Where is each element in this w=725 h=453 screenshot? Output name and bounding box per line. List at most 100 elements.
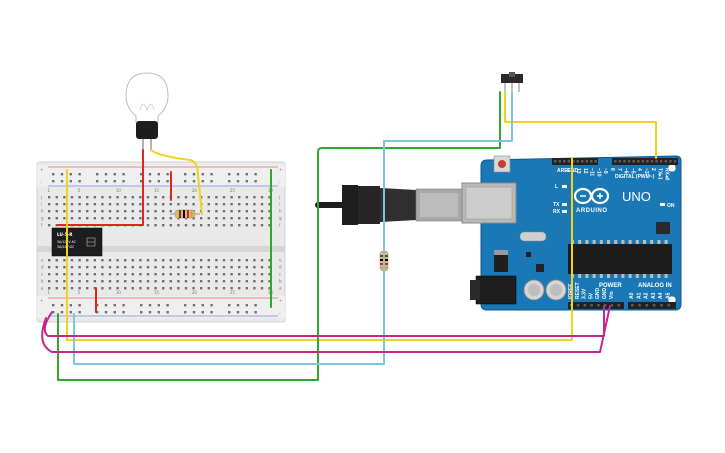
header-pin[interactable] xyxy=(576,160,580,163)
bb-hole[interactable] xyxy=(101,196,104,199)
bb-hole[interactable] xyxy=(131,217,134,220)
bb-hole[interactable] xyxy=(63,266,66,269)
bb-rail-hole[interactable] xyxy=(140,304,143,307)
bb-hole[interactable] xyxy=(93,273,96,276)
bb-rail-hole[interactable] xyxy=(201,173,204,176)
header-pin[interactable] xyxy=(638,304,641,307)
bb-hole[interactable] xyxy=(253,273,256,276)
bb-hole[interactable] xyxy=(162,259,165,262)
bb-rail-hole[interactable] xyxy=(166,180,169,183)
bb-hole[interactable] xyxy=(245,273,248,276)
bb-hole[interactable] xyxy=(207,273,210,276)
bb-hole[interactable] xyxy=(253,266,256,269)
bb-rail-hole[interactable] xyxy=(113,304,116,307)
bb-hole[interactable] xyxy=(139,210,142,213)
bb-rail-hole[interactable] xyxy=(140,311,143,314)
bb-hole[interactable] xyxy=(78,217,81,220)
bb-hole[interactable] xyxy=(131,280,134,283)
header-pin[interactable] xyxy=(554,160,557,163)
slide-switch[interactable] xyxy=(501,72,523,92)
bb-rail-hole[interactable] xyxy=(52,304,55,307)
bb-hole[interactable] xyxy=(253,280,256,283)
usb-cable[interactable] xyxy=(315,185,463,225)
bb-hole[interactable] xyxy=(192,196,195,199)
bb-rail-hole[interactable] xyxy=(96,173,99,176)
header-pin[interactable] xyxy=(627,160,631,163)
bb-hole[interactable] xyxy=(260,196,264,199)
bb-hole[interactable] xyxy=(184,224,188,227)
bb-rail-hole[interactable] xyxy=(113,173,116,176)
bb-hole[interactable] xyxy=(222,196,226,199)
bb-hole[interactable] xyxy=(124,273,127,276)
bb-hole[interactable] xyxy=(207,196,210,199)
bb-hole[interactable] xyxy=(124,217,127,220)
bb-hole[interactable] xyxy=(86,196,89,199)
bb-hole[interactable] xyxy=(177,259,180,262)
bb-hole[interactable] xyxy=(222,210,226,213)
bb-hole[interactable] xyxy=(116,280,119,283)
bb-hole[interactable] xyxy=(101,280,104,283)
bb-hole[interactable] xyxy=(86,210,89,213)
resistor-breadboard[interactable] xyxy=(170,209,200,219)
bb-hole[interactable] xyxy=(48,280,51,283)
bb-hole[interactable] xyxy=(238,273,241,276)
bb-rail-hole[interactable] xyxy=(122,311,125,314)
bb-hole[interactable] xyxy=(207,210,210,213)
bb-hole[interactable] xyxy=(78,259,81,262)
bb-hole[interactable] xyxy=(207,224,210,227)
bb-hole[interactable] xyxy=(253,224,256,227)
bb-hole[interactable] xyxy=(245,224,248,227)
bb-hole[interactable] xyxy=(70,217,74,220)
bb-hole[interactable] xyxy=(162,217,165,220)
header-pin[interactable] xyxy=(614,160,617,163)
bb-rail-hole[interactable] xyxy=(52,173,55,176)
bb-hole[interactable] xyxy=(245,259,248,262)
bb-hole[interactable] xyxy=(200,280,203,283)
bb-hole[interactable] xyxy=(108,217,112,220)
bb-hole[interactable] xyxy=(93,210,96,213)
bb-hole[interactable] xyxy=(268,280,271,283)
bb-hole[interactable] xyxy=(55,224,58,227)
header-pin[interactable] xyxy=(673,160,677,163)
bb-rail-hole[interactable] xyxy=(228,304,231,307)
bb-hole[interactable] xyxy=(154,280,157,283)
bb-hole[interactable] xyxy=(116,287,119,290)
bb-hole[interactable] xyxy=(93,196,96,199)
bb-rail-hole[interactable] xyxy=(184,304,187,307)
bb-hole[interactable] xyxy=(162,203,165,206)
bb-hole[interactable] xyxy=(177,224,180,227)
bb-rail-hole[interactable] xyxy=(69,304,72,307)
bb-rail-hole[interactable] xyxy=(157,180,160,183)
bb-hole[interactable] xyxy=(78,196,81,199)
bb-hole[interactable] xyxy=(245,266,248,269)
bb-hole[interactable] xyxy=(154,273,157,276)
bb-rail-hole[interactable] xyxy=(236,173,240,176)
bb-hole[interactable] xyxy=(93,266,96,269)
header-pin[interactable] xyxy=(610,304,614,307)
bb-hole[interactable] xyxy=(154,266,157,269)
bb-hole[interactable] xyxy=(215,196,218,199)
bb-hole[interactable] xyxy=(70,287,74,290)
bb-hole[interactable] xyxy=(238,287,241,290)
bb-hole[interactable] xyxy=(146,203,150,206)
header-pin[interactable] xyxy=(585,160,589,163)
bb-hole[interactable] xyxy=(268,273,271,276)
bb-rail-hole[interactable] xyxy=(78,311,81,314)
bb-hole[interactable] xyxy=(184,259,188,262)
power-header[interactable] xyxy=(568,302,624,309)
bb-hole[interactable] xyxy=(116,210,119,213)
bb-rail-hole[interactable] xyxy=(201,304,204,307)
bb-hole[interactable] xyxy=(139,280,142,283)
bb-hole[interactable] xyxy=(70,210,74,213)
arduino-uno-board[interactable]: ARDUINO UNO DIGITAL (PWM~) POWER ANALOG … xyxy=(461,155,682,311)
bb-hole[interactable] xyxy=(48,259,51,262)
bb-rail-hole[interactable] xyxy=(140,173,143,176)
bb-hole[interactable] xyxy=(101,273,104,276)
header-pin[interactable] xyxy=(597,304,600,307)
bb-rail-hole[interactable] xyxy=(69,311,72,314)
bb-hole[interactable] xyxy=(146,259,150,262)
header-pin[interactable] xyxy=(667,304,671,307)
bb-rail-hole[interactable] xyxy=(113,311,116,314)
header-pin[interactable] xyxy=(664,160,668,163)
header-pin[interactable] xyxy=(581,160,584,163)
